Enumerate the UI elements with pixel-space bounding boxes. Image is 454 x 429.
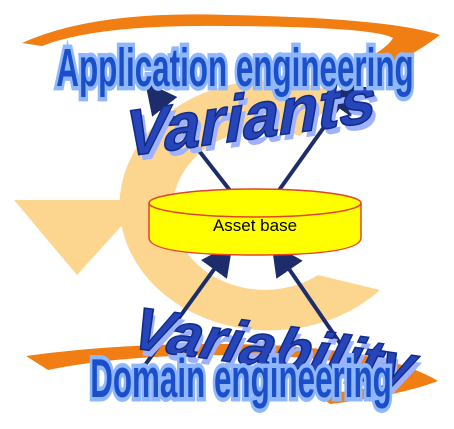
domain-to-asset-right-arrow bbox=[271, 243, 357, 367]
top-orange-ring bbox=[22, 14, 440, 69]
domain-engineering-label: Domain engineering bbox=[90, 349, 392, 409]
asset-to-application-right-arrow bbox=[275, 81, 357, 195]
asset-to-application-left-arrow bbox=[145, 81, 234, 195]
domain-engineering-outline: Domain engineering bbox=[90, 349, 392, 409]
domain-to-asset-left-arrow bbox=[143, 243, 233, 367]
domain-engineering-title: Domain engineering Domain engineering bbox=[87, 346, 395, 413]
lower-arrows bbox=[143, 243, 357, 367]
application-engineering-outline: Application engineering bbox=[56, 38, 413, 98]
application-engineering-label: Application engineering bbox=[56, 38, 413, 98]
application-engineering-title: Application engineering Application engi… bbox=[53, 35, 417, 102]
bottom-orange-ring bbox=[26, 343, 438, 404]
cycle-arrow bbox=[14, 80, 380, 331]
upward-arrows bbox=[145, 81, 357, 195]
asset-base-label: Asset base bbox=[213, 216, 297, 235]
asset-base-cylinder: Asset base bbox=[148, 188, 362, 256]
